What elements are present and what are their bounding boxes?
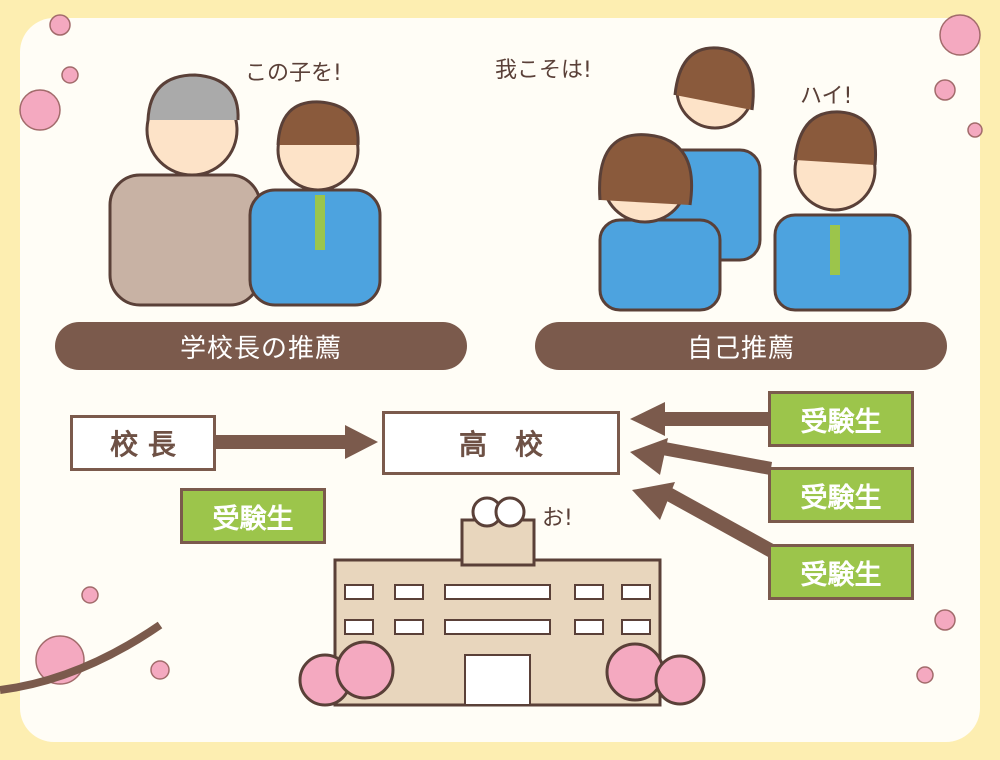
branch-icon (0, 621, 163, 694)
speech-girl: 我こそは! (495, 58, 592, 83)
self-recommendation-label: 自己推薦 (535, 322, 947, 370)
examinee-box-principal: 受験生 (180, 488, 326, 544)
principal-illustration (108, 73, 262, 307)
high-school-box: 高 校 (382, 411, 620, 475)
students-group-illustration (598, 46, 912, 312)
arrows (215, 402, 777, 558)
arrow-examinee-1 (660, 412, 770, 426)
examinee-box-1: 受験生 (768, 391, 914, 447)
arrow-examinee-2 (662, 442, 772, 475)
speech-school: お! (542, 506, 573, 531)
school-building-illustration (298, 496, 706, 707)
sakura-petals-icon (19, 14, 983, 685)
student-boy-illustration (248, 100, 382, 307)
arrow-examinee-3 (665, 488, 777, 558)
speech-principal: この子を! (245, 61, 342, 86)
arrow-principal-to-school (215, 435, 350, 449)
examinee-box-3: 受験生 (768, 544, 914, 600)
principal-box: 校 長 (70, 415, 216, 471)
speech-boy: ハイ! (800, 84, 853, 109)
examinee-box-2: 受験生 (768, 467, 914, 523)
principal-recommendation-label: 学校長の推薦 (55, 322, 467, 370)
